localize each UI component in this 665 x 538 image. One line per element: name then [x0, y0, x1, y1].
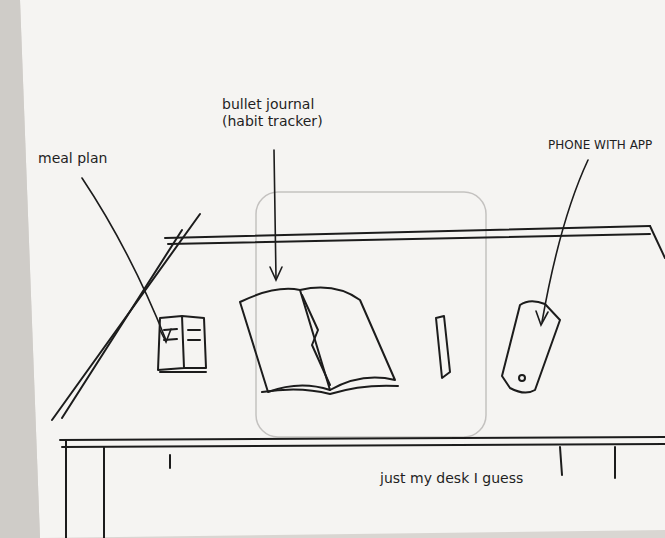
handwritten-note: meal plan [38, 150, 107, 166]
journal-right-page [300, 288, 395, 390]
leader-line [274, 150, 276, 278]
desk-left-edge [62, 230, 182, 418]
desk-front-edge [60, 437, 665, 440]
handwritten-note: just my desk I guess [380, 470, 523, 486]
meal-plan-lines [160, 329, 206, 372]
arrow-head [536, 311, 548, 325]
meal-plan-book [158, 316, 206, 370]
sketch-label: bullet journal (habit tracker) [222, 96, 342, 130]
leader-line [82, 178, 166, 340]
sketch-label: PHONE WITH APP [548, 138, 658, 152]
paper-shadow [0, 0, 40, 538]
phone-button [519, 375, 525, 381]
journal-spine [302, 295, 330, 385]
faint-frame [256, 192, 486, 437]
sketch-label: just my desk I guess [380, 470, 580, 487]
desk-back-edge [168, 234, 650, 244]
journal-cover [262, 386, 398, 394]
sketch-label: meal plan [38, 150, 148, 167]
desk-front-edge [62, 444, 665, 447]
desk-right-edge [650, 226, 665, 258]
handwritten-note: PHONE WITH APP [548, 138, 652, 152]
desk-legs [66, 440, 615, 538]
handwritten-note: bullet journal (habit tracker) [222, 96, 323, 129]
pen [436, 316, 450, 378]
arrow-head [160, 329, 171, 342]
phone [502, 301, 560, 392]
arrow-head [270, 267, 282, 280]
journal-left-page [240, 289, 330, 392]
leader-line [542, 160, 588, 322]
